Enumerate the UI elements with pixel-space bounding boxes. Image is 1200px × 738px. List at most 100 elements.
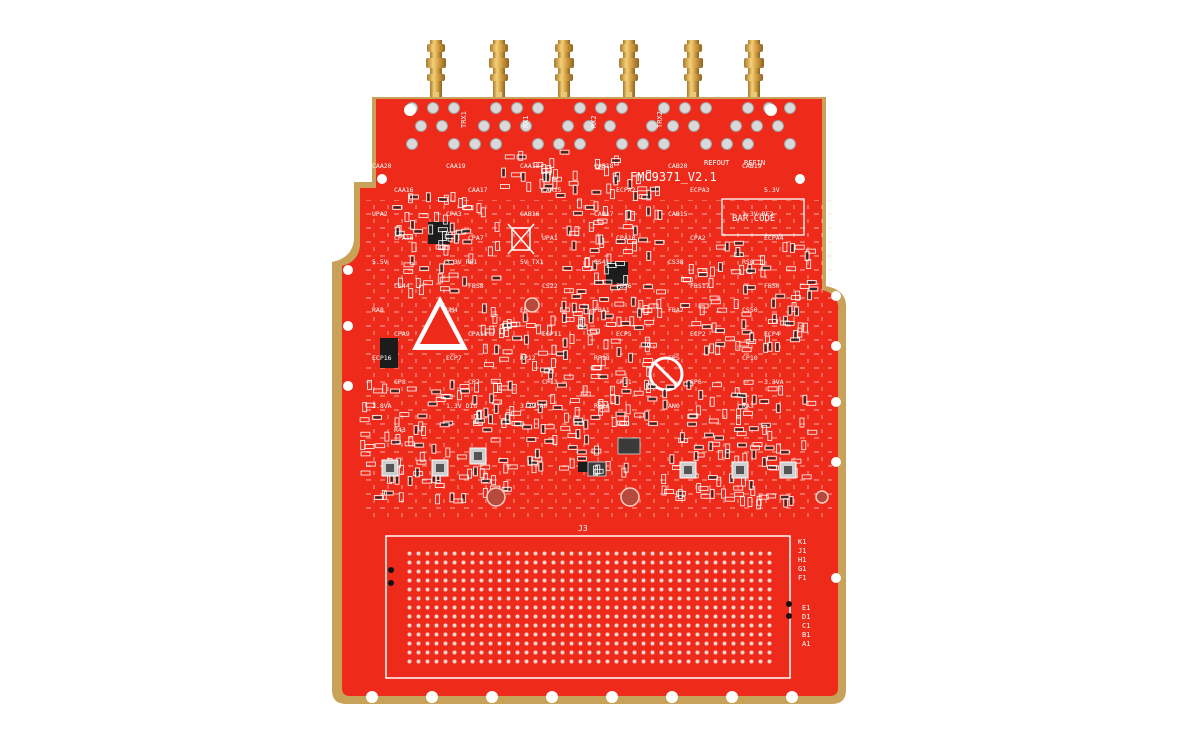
passive-footprint xyxy=(516,154,527,160)
passive-footprint xyxy=(598,405,604,416)
passive-footprint xyxy=(399,412,410,417)
component-label: RP12 xyxy=(520,354,536,362)
passive-footprint xyxy=(382,383,388,394)
passive-part xyxy=(786,322,794,325)
passive-part xyxy=(735,253,743,256)
passive-footprint xyxy=(696,483,702,493)
passive-footprint xyxy=(449,492,455,503)
passive-part xyxy=(670,455,673,463)
passive-footprint xyxy=(576,289,587,294)
passive-footprint xyxy=(731,269,742,275)
passive-footprint xyxy=(480,464,491,470)
component-label: 3.3V_RF2 xyxy=(742,210,773,218)
passive-footprint xyxy=(402,234,413,239)
passive-footprint xyxy=(409,255,415,266)
component-label: FBS17 xyxy=(690,282,710,290)
passive-footprint xyxy=(695,405,701,416)
passive-part xyxy=(642,196,650,199)
passive-footprint xyxy=(688,413,699,419)
passive-footprint xyxy=(493,404,499,414)
passive-footprint xyxy=(594,445,599,456)
passive-part xyxy=(806,252,809,260)
solder-pad xyxy=(616,102,628,114)
passive-part xyxy=(789,307,792,315)
passive-footprint xyxy=(766,455,777,461)
passive-footprint xyxy=(568,180,579,186)
passive-footprint xyxy=(677,489,683,500)
passive-footprint xyxy=(507,380,513,391)
passive-part xyxy=(735,242,743,245)
passive-footprint xyxy=(415,467,420,478)
passive-part xyxy=(663,389,666,397)
solder-pad xyxy=(583,120,595,132)
passive-part xyxy=(572,242,575,250)
passive-part xyxy=(794,331,797,339)
passive-footprint xyxy=(572,311,583,316)
passive-part xyxy=(506,415,509,423)
passive-footprint xyxy=(472,395,478,405)
passive-part xyxy=(642,343,650,346)
passive-footprint xyxy=(522,312,528,323)
passive-part xyxy=(638,309,641,317)
passive-footprint xyxy=(801,440,807,451)
passive-footprint xyxy=(398,277,403,288)
passive-part xyxy=(644,285,652,288)
component-label: ECP2 xyxy=(690,330,706,338)
passive-part xyxy=(461,390,469,393)
passive-part xyxy=(647,207,650,215)
component-label: 3.3VA xyxy=(764,378,784,386)
passive-footprint xyxy=(715,341,726,347)
passive-footprint xyxy=(646,251,652,261)
solder-pad xyxy=(511,102,523,114)
passive-footprint xyxy=(467,468,473,479)
passive-footprint xyxy=(610,385,615,396)
passive-part xyxy=(750,427,758,430)
passive-part xyxy=(687,381,690,389)
passive-part xyxy=(518,155,526,158)
passive-part xyxy=(617,240,625,243)
passive-part xyxy=(549,370,552,378)
capacitor-body xyxy=(784,466,792,474)
passive-footprint xyxy=(794,244,805,250)
solder-pad xyxy=(772,120,784,132)
passive-footprint xyxy=(567,445,578,450)
passive-footprint xyxy=(598,399,604,409)
component-label: RP18 xyxy=(594,354,610,362)
passive-footprint xyxy=(661,485,667,496)
passive-part xyxy=(409,477,412,485)
passive-footprint xyxy=(460,388,470,394)
passive-footprint xyxy=(542,172,548,183)
passive-part xyxy=(538,401,546,404)
passive-footprint xyxy=(603,339,609,350)
passive-footprint xyxy=(462,276,468,287)
passive-part xyxy=(495,346,498,354)
passive-part xyxy=(445,261,453,264)
passive-footprint xyxy=(595,234,601,245)
capacitor-body xyxy=(736,466,744,474)
passive-footprint xyxy=(543,183,554,189)
passive-part xyxy=(420,267,428,270)
passive-part xyxy=(545,440,553,443)
component-label: CP8 xyxy=(394,378,406,386)
passive-part xyxy=(681,304,689,307)
solder-pad xyxy=(784,102,796,114)
passive-footprint xyxy=(610,338,621,344)
passive-footprint xyxy=(687,421,697,427)
component-label: UPA2 xyxy=(372,210,388,218)
sma-label: REFOUT xyxy=(704,159,730,167)
component-label: CAA15 xyxy=(542,186,562,194)
passive-footprint xyxy=(662,388,668,399)
passive-footprint xyxy=(741,329,752,335)
passive-footprint xyxy=(539,367,550,373)
passive-footprint xyxy=(490,437,501,443)
passive-footprint xyxy=(434,211,439,222)
passive-part xyxy=(586,206,594,209)
passive-footprint xyxy=(444,234,455,239)
passive-part xyxy=(385,492,393,495)
passive-footprint xyxy=(711,322,717,333)
passive-footprint xyxy=(559,465,569,471)
passive-part xyxy=(699,391,702,399)
passive-footprint xyxy=(390,388,400,394)
passive-footprint xyxy=(546,165,552,175)
passive-footprint xyxy=(709,488,715,499)
